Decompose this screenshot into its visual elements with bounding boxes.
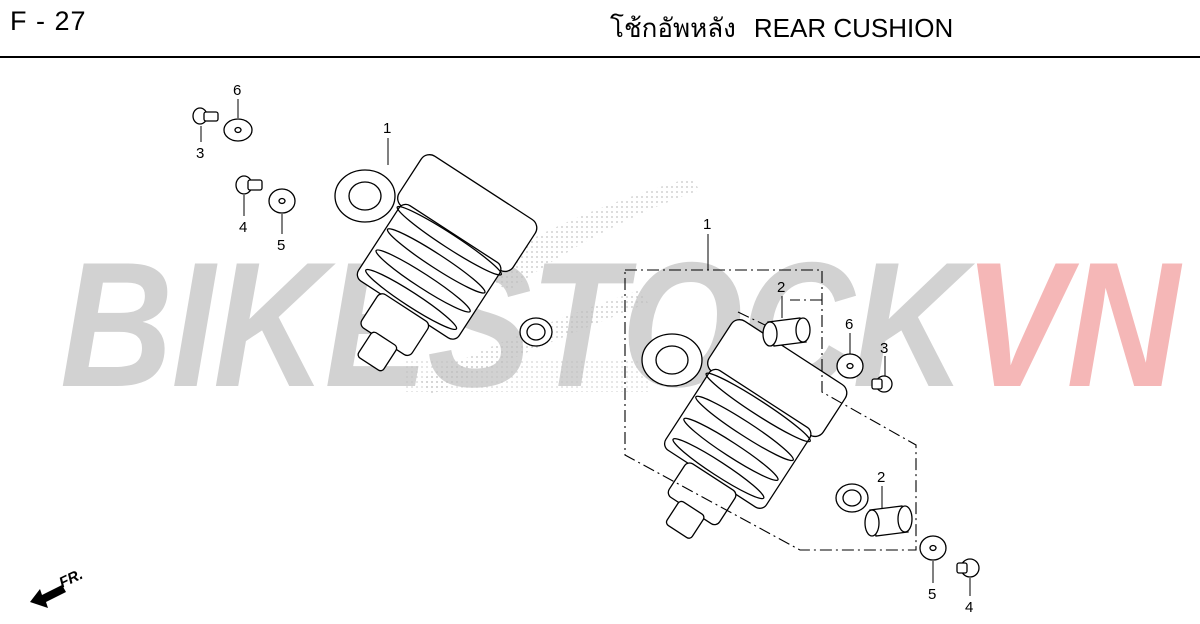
callout-bolt-upper-left: 3	[196, 145, 204, 162]
washer-lower-right	[919, 535, 947, 561]
bushing-lower	[864, 505, 913, 537]
leader-lines	[200, 99, 971, 596]
bolt-lower-right	[956, 558, 980, 578]
front-direction-label: FR.	[57, 566, 86, 592]
bolt-right	[871, 375, 893, 393]
page-code: F - 27	[10, 6, 87, 36]
washer-right	[836, 353, 864, 379]
callout-bushing-upper: 2	[777, 279, 785, 296]
callout-washer-left: 5	[277, 237, 285, 254]
callout-bolt-lower-right: 4	[965, 599, 973, 616]
page-title-english: REAR CUSHION	[753, 13, 954, 43]
callout-bushing-lower: 2	[877, 469, 885, 486]
callout-bolt-right: 3	[880, 340, 888, 357]
page-title: โช้กอัพหลัง REAR CUSHION	[610, 8, 953, 49]
header-rule	[0, 56, 1200, 58]
assembly-frame	[624, 269, 917, 551]
front-direction-arrow-icon: FR.	[30, 566, 86, 608]
callout-washer-upper-left: 6	[233, 82, 241, 99]
bolt-left	[235, 175, 263, 195]
bushing-upper	[762, 317, 811, 347]
callout-washer-lower-right: 5	[928, 586, 936, 603]
callout-right-shock: 1	[703, 216, 711, 233]
left-rear-shock	[334, 154, 553, 372]
callout-washer-right: 6	[845, 316, 853, 333]
washer-left	[268, 188, 296, 214]
washer-upper-left	[223, 118, 253, 142]
callout-bolt-left: 4	[239, 219, 247, 236]
right-rear-shock	[641, 319, 869, 539]
page-title-thai: โช้กอัพหลัง	[610, 14, 736, 44]
bolt-upper-left	[192, 107, 219, 125]
callout-left-shock: 1	[383, 120, 391, 137]
